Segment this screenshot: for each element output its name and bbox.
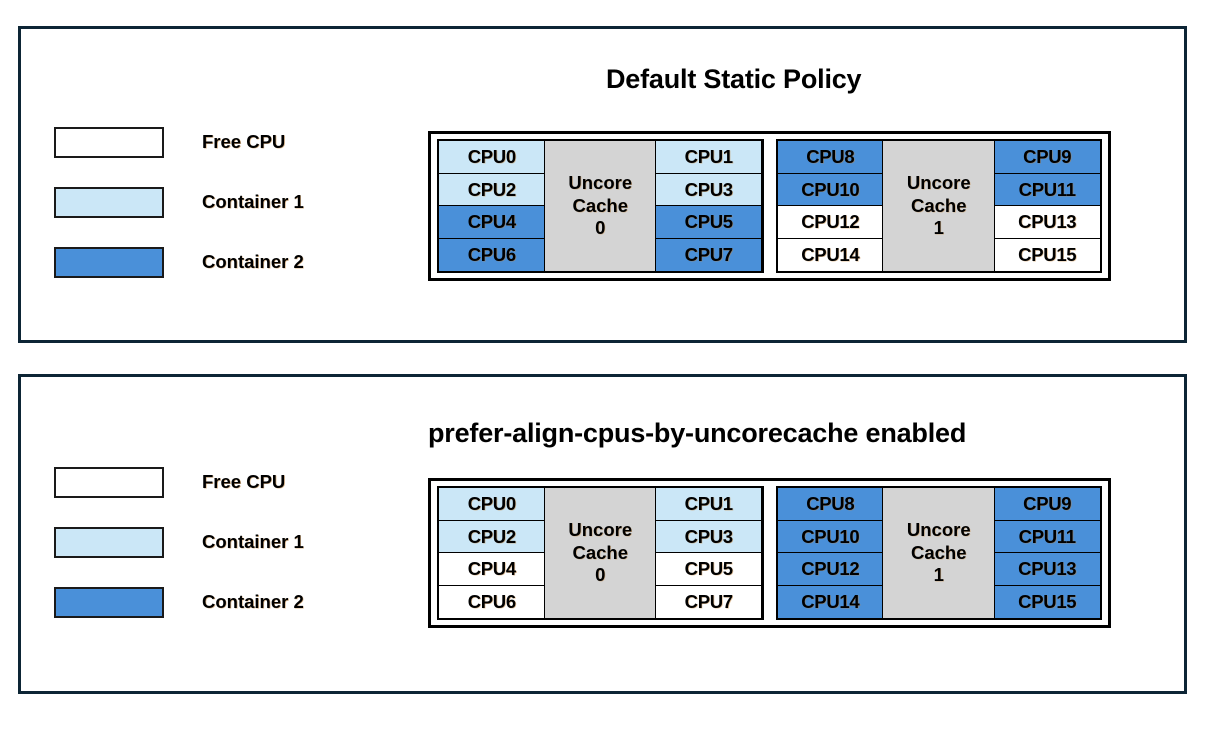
- cpu-cell-cpu2: CPU2: [438, 519, 546, 554]
- cpu-cell-cpu6: CPU6: [438, 237, 546, 272]
- uncore-cache-text-line: Cache: [910, 541, 967, 563]
- cpu-cell-cpu12: CPU12: [776, 552, 884, 587]
- cpu-cell-cpu14: CPU14: [776, 237, 884, 272]
- legend-label-container-1: Container 1: [202, 191, 304, 212]
- uncore-cache-text-line: 1: [933, 217, 944, 239]
- cpu-cell-cpu13: CPU13: [993, 552, 1101, 587]
- uncore-cache-text-line: Uncore: [568, 172, 633, 194]
- legend-label-container-2: Container 2: [202, 251, 304, 272]
- cpu-cell-cpu12: CPU12: [776, 205, 884, 240]
- cpu-cell-cpu9: CPU9: [993, 487, 1101, 522]
- legend-item-free-cpu: Free CPU: [54, 112, 304, 172]
- cpu-cell-cpu7: CPU7: [655, 237, 763, 272]
- cpu-cell-cpu0: CPU0: [438, 140, 546, 175]
- uncore-cache-text-line: Cache: [910, 194, 967, 216]
- cpu-cell-cpu15: CPU15: [993, 237, 1101, 272]
- cpu-cell-cpu10: CPU10: [776, 519, 884, 554]
- legend-item-container-1: Container 1: [54, 512, 304, 572]
- cpu-cell-cpu10: CPU10: [776, 172, 884, 207]
- legend-swatch-free-cpu: [54, 466, 164, 498]
- cpu-cell-cpu3: CPU3: [655, 519, 763, 554]
- legend-swatch-free-cpu: [54, 126, 164, 158]
- cpu-cell-cpu1: CPU1: [655, 487, 763, 522]
- uncore-cache-text-line: Cache: [572, 194, 629, 216]
- cpu-cell-cpu4: CPU4: [438, 205, 546, 240]
- legend-label-free-cpu: Free CPU: [202, 131, 286, 152]
- uncore-cache-text-line: Uncore: [906, 172, 971, 194]
- uncore-cache-text-line: 0: [595, 564, 606, 586]
- legend-swatch-container-2: [54, 246, 164, 278]
- legend-item-free-cpu: Free CPU: [54, 452, 304, 512]
- cpu-cell-cpu3: CPU3: [655, 172, 763, 207]
- legend-swatch-container-1: [54, 186, 164, 218]
- cpu-cell-cpu6: CPU6: [438, 584, 546, 619]
- cpu-cell-cpu11: CPU11: [993, 172, 1101, 207]
- cpu-cell-cpu1: CPU1: [655, 140, 763, 175]
- legend-label-free-cpu: Free CPU: [202, 471, 286, 492]
- page-title-default-static-policy: Default Static Policy: [606, 64, 862, 94]
- legend-bottom: Free CPU Container 1 Container 2: [54, 452, 304, 632]
- legend-swatch-container-2: [54, 586, 164, 618]
- legend-label-container-2: Container 2: [202, 591, 304, 612]
- cpu-cell-cpu11: CPU11: [993, 519, 1101, 554]
- cpu-cell-cpu7: CPU7: [655, 584, 763, 619]
- cpu-cell-cpu2: CPU2: [438, 172, 546, 207]
- cpu-cell-cpu8: CPU8: [776, 140, 884, 175]
- legend-top: Free CPU Container 1 Container 2: [54, 112, 304, 292]
- uncore-cache-text-line: Cache: [572, 541, 629, 563]
- uncore-cache-text-line: Uncore: [568, 519, 633, 541]
- cpu-cell-cpu13: CPU13: [993, 205, 1101, 240]
- uncore-cache-text-line: 1: [933, 564, 944, 586]
- legend-item-container-2: Container 2: [54, 572, 304, 632]
- legend-label-container-1: Container 1: [202, 531, 304, 552]
- uncore-cache-text-line: Uncore: [906, 519, 971, 541]
- cpu-cell-cpu4: CPU4: [438, 552, 546, 587]
- cpu-cell-cpu5: CPU5: [655, 205, 763, 240]
- uncore-cache-text-line: 0: [595, 217, 606, 239]
- cpu-cell-cpu15: CPU15: [993, 584, 1101, 619]
- cpu-cell-cpu9: CPU9: [993, 140, 1101, 175]
- cpu-cell-cpu14: CPU14: [776, 584, 884, 619]
- legend-swatch-container-1: [54, 526, 164, 558]
- cpu-cell-cpu8: CPU8: [776, 487, 884, 522]
- legend-item-container-2: Container 2: [54, 232, 304, 292]
- cpu-cell-cpu5: CPU5: [655, 552, 763, 587]
- cpu-cell-cpu0: CPU0: [438, 487, 546, 522]
- legend-item-container-1: Container 1: [54, 172, 304, 232]
- page-title-prefer-align-cpus-by-uncorecache: prefer-align-cpus-by-uncorecache enabled: [428, 418, 967, 448]
